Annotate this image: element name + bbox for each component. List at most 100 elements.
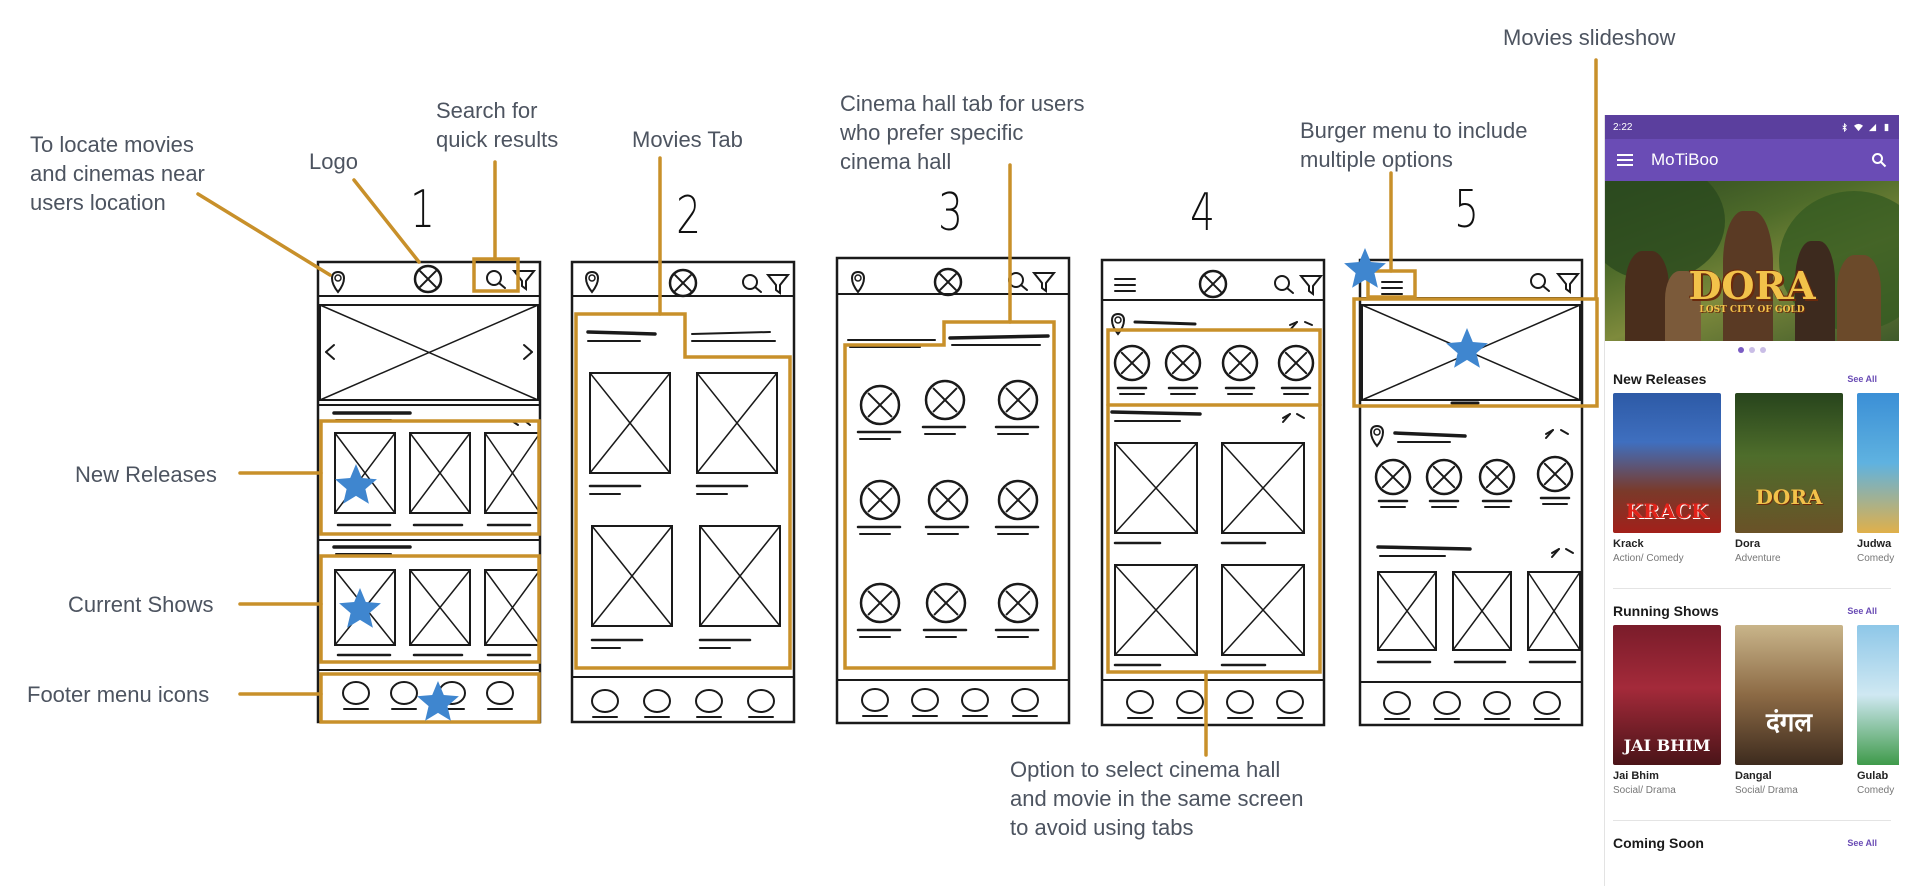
slideshow-dots[interactable] — [1605, 341, 1899, 357]
cinema-logo-placeholder — [997, 479, 1039, 521]
movie-genre: Comedy — [1857, 553, 1895, 564]
see-all-link[interactable]: See All — [1847, 374, 1877, 384]
movie-title: Dora — [1735, 538, 1761, 550]
menu-icon[interactable] — [1617, 154, 1633, 166]
slideshow-placeholder — [319, 304, 539, 401]
section-title: Coming Soon — [1613, 835, 1704, 851]
placeholder-image — [334, 569, 396, 646]
movie-poster: DORA — [1735, 393, 1843, 533]
sketch-number-3: 3 — [938, 183, 963, 243]
footer-menu-icon — [747, 689, 775, 713]
footer-menu-icon — [1226, 690, 1254, 714]
app-screenshot: 2:22 MoTiBoo DORA LOST CITY OF GOLD — [1604, 115, 1899, 886]
footer-menu-icon — [1011, 688, 1039, 712]
battery-icon — [1884, 123, 1889, 131]
movie-title: Dangal — [1735, 770, 1772, 782]
status-icons — [1840, 122, 1891, 132]
cinema-logo-placeholder — [859, 582, 901, 624]
movie-genre: Social/ Drama — [1613, 785, 1676, 796]
movie-card[interactable]: Judwa Comedy — [1857, 393, 1899, 564]
placeholder-image — [1452, 571, 1512, 651]
filter-icon — [1298, 275, 1324, 296]
footer-menu-icon — [643, 689, 671, 713]
placeholder-image — [699, 525, 781, 627]
movie-genre: Action/ Comedy — [1613, 553, 1684, 564]
movie-genre: Adventure — [1735, 553, 1781, 564]
section-title: Running Shows — [1613, 603, 1719, 619]
section-new-releases: New Releases See All KRACK Krack Action/… — [1605, 357, 1899, 589]
annotation-box-current-shows — [319, 554, 541, 664]
annotation-box-search — [472, 257, 520, 293]
sketch-number-1: 1 — [410, 180, 435, 240]
annotation-box-footer — [319, 672, 541, 724]
cinema-logo-placeholder — [997, 379, 1039, 421]
footer-menu-icon — [1176, 690, 1204, 714]
see-all-link[interactable]: See All — [1847, 606, 1877, 616]
movie-slideshow-banner[interactable]: DORA LOST CITY OF GOLD — [1605, 181, 1899, 341]
placeholder-image — [1114, 442, 1198, 534]
location-pin-icon — [331, 270, 345, 294]
movie-genre: Comedy — [1857, 785, 1895, 796]
annotation-box-cinema-tab — [843, 320, 1056, 670]
movie-poster: दंगल — [1735, 625, 1843, 765]
filter-icon — [765, 274, 791, 295]
annotation-new-releases: New Releases — [75, 462, 217, 487]
location-pin-icon — [851, 270, 865, 294]
location-pin-icon — [585, 270, 599, 294]
footer-menu-icon — [1126, 690, 1154, 714]
movie-poster — [1857, 625, 1899, 765]
movie-card[interactable]: Gulab Comedy — [1857, 625, 1899, 796]
movie-card[interactable]: JAI BHIM Jai Bhim Social/ Drama — [1613, 625, 1721, 796]
movie-card[interactable]: KRACK Krack Action/ Comedy — [1613, 393, 1721, 564]
leader-logo — [352, 178, 421, 264]
sketch-number-2: 2 — [676, 186, 701, 246]
movie-card[interactable]: दंगल Dangal Social/ Drama — [1735, 625, 1843, 796]
search-icon[interactable] — [1871, 152, 1887, 168]
placeholder-image — [1114, 564, 1198, 656]
filter-icon — [1555, 273, 1581, 294]
cinema-logo-placeholder — [1198, 269, 1228, 299]
star-icon — [339, 588, 381, 628]
see-all-link[interactable]: See All — [1847, 838, 1877, 848]
footer-menu-icon — [591, 689, 619, 713]
search-icon — [1274, 275, 1290, 291]
location-pin-icon — [1111, 312, 1125, 336]
status-bar: 2:22 — [1605, 115, 1899, 139]
movie-poster — [1857, 393, 1899, 533]
cinema-logo-placeholder — [933, 267, 963, 297]
movie-card[interactable]: DORA Dora Adventure — [1735, 393, 1843, 564]
footer-menu-icon — [1276, 690, 1304, 714]
cinema-logo-placeholder — [1277, 344, 1315, 382]
search-icon — [1530, 273, 1546, 289]
annotation-locate: To locate movies and cinemas near users … — [30, 132, 205, 215]
cinema-logo-placeholder — [413, 264, 443, 294]
footer-menu-icon — [342, 681, 370, 705]
sketch-number-4: 4 — [1190, 183, 1215, 243]
cinema-logo-placeholder — [1536, 455, 1574, 493]
movie-poster: KRACK — [1613, 393, 1721, 533]
placeholder-image — [1377, 571, 1437, 651]
app-bar: MoTiBoo — [1605, 139, 1899, 181]
annotation-burger: Burger menu to include multiple options — [1300, 118, 1528, 172]
placeholder-image — [1527, 571, 1581, 651]
cinema-logo-placeholder — [859, 479, 901, 521]
placeholder-image — [409, 432, 471, 514]
star-icon — [335, 464, 377, 504]
star-icon — [1344, 248, 1386, 288]
footer-menu-icon — [390, 681, 418, 705]
cinema-logo-placeholder — [997, 582, 1039, 624]
movie-genre: Social/ Drama — [1735, 785, 1798, 796]
bluetooth-icon — [1842, 122, 1847, 132]
footer-menu-icon — [861, 688, 889, 712]
cinema-logo-placeholder — [925, 582, 967, 624]
cinema-logo-placeholder — [1374, 458, 1412, 496]
cinema-logo-placeholder — [668, 268, 698, 298]
placeholder-image — [409, 569, 471, 646]
annotation-box-combined — [1106, 328, 1322, 674]
footer-menu-icon — [1533, 691, 1561, 715]
hero-subtitle: LOST CITY OF GOLD — [1699, 305, 1805, 315]
annotation-box-new-releases — [319, 419, 541, 536]
search-icon — [486, 270, 502, 286]
annotation-footer-icons: Footer menu icons — [27, 682, 210, 707]
placeholder-image — [334, 432, 396, 514]
